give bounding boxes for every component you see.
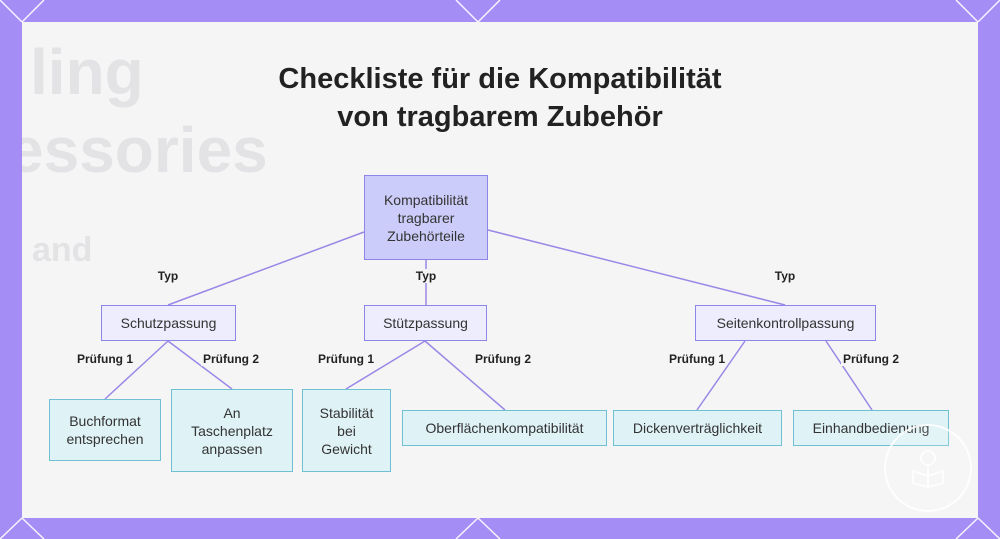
edge-label-type: Typ: [772, 269, 798, 283]
check-node-stabilitaet: Stabilität bei Gewicht: [302, 389, 391, 472]
type-node-label: Stützpassung: [383, 315, 468, 331]
type-node-label: Seitenkontrollpassung: [716, 315, 855, 331]
check-node-taschenplatz: An Taschenplatz anpassen: [171, 389, 293, 472]
check-node-label: Oberflächenkompatibilität: [425, 420, 584, 436]
edge-stuetz-check2: [424, 340, 506, 411]
check-node-label: An Taschenplatz anpassen: [191, 404, 273, 457]
check-node-label: Buchformat entsprechen: [66, 413, 144, 447]
edge-label-check: Prüfung 2: [841, 352, 901, 366]
edge-label-check: Prüfung 2: [473, 352, 533, 366]
diagram-title: Checkliste für die Kompatibilität von tr…: [0, 60, 1000, 136]
edge-seiten-check2: [825, 340, 873, 411]
edge-label-type: Typ: [155, 269, 181, 283]
background-watermark: ling: [30, 36, 144, 108]
edge-root-schutzpassung: [167, 231, 365, 306]
check-node-label: Einhandbedienung: [812, 420, 930, 436]
edge-seiten-check1: [696, 340, 746, 411]
check-node-label: Dickenverträglichkeit: [632, 420, 763, 436]
check-node-dicke: Dickenverträglichkeit: [613, 410, 782, 446]
background-watermark: essories: [22, 114, 268, 186]
edge-root-seitenkontrollpassung: [487, 229, 786, 306]
edge-label-check: Prüfung 1: [75, 352, 135, 366]
edge-stuetz-check1: [345, 340, 426, 390]
type-node-label: Schutzpassung: [120, 315, 217, 331]
check-node-label: Stabilität bei Gewicht: [319, 404, 374, 457]
check-node-buchformat: Buchformat entsprechen: [49, 399, 161, 461]
edge-schutz-check2: [167, 340, 233, 390]
title-line-1: Checkliste für die Kompatibilität: [278, 63, 722, 95]
check-node-oberflaeche: Oberflächenkompatibilität: [402, 410, 607, 446]
edge-label-check: Prüfung 2: [201, 352, 261, 366]
edge-label-check: Prüfung 1: [667, 352, 727, 366]
type-node-stuetzpassung: Stützpassung: [364, 305, 487, 341]
root-node-label: Kompatibilität tragbarer Zubehörteile: [383, 191, 469, 244]
title-line-2: von tragbarem Zubehör: [337, 101, 663, 133]
type-node-schutzpassung: Schutzpassung: [101, 305, 236, 341]
edge-schutz-check1: [104, 340, 169, 400]
edge-label-check: Prüfung 1: [316, 352, 376, 366]
background-watermark: and: [32, 231, 93, 269]
book-tree-icon: [884, 424, 972, 512]
root-node: Kompatibilität tragbarer Zubehörteile: [364, 175, 488, 260]
type-node-seitenkontrollpassung: Seitenkontrollpassung: [695, 305, 876, 341]
check-node-einhand: Einhandbedienung: [793, 410, 949, 446]
edge-label-type: Typ: [413, 269, 439, 283]
